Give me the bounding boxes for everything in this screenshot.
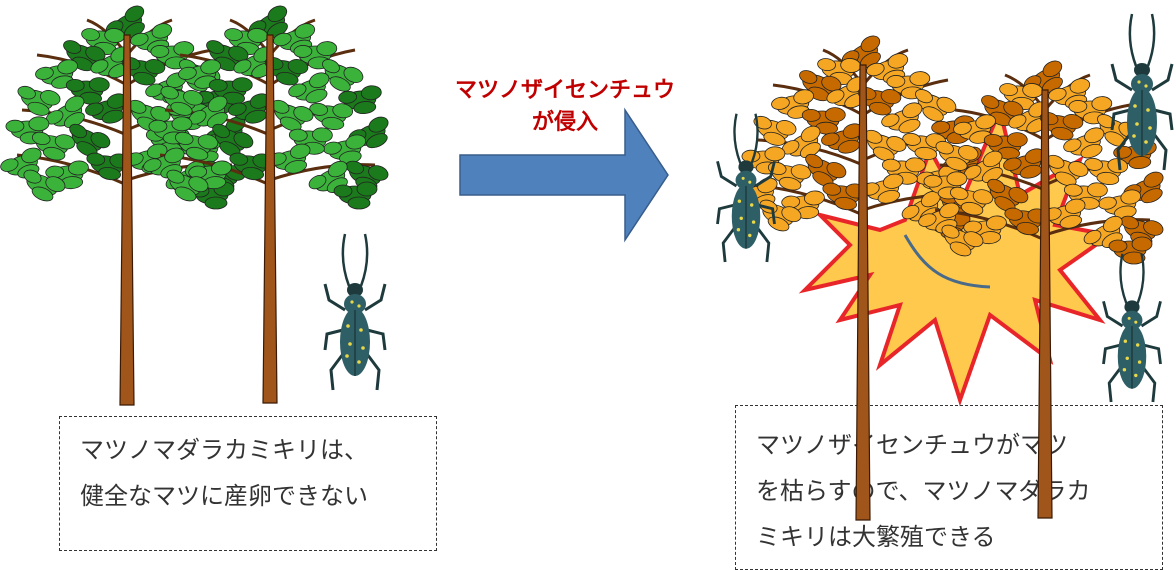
pine-sawyer-beetle-icon — [1102, 252, 1162, 404]
event-label-line-1: マツノザイセンチュウ — [454, 78, 675, 103]
tree-trunk — [119, 34, 135, 406]
caption-line: ミキリは大繁殖できる — [756, 523, 996, 551]
healthy-pine-trees — [0, 2, 397, 406]
pine-sawyer-beetle-icon — [323, 232, 387, 392]
infested-pine-caption: マツノザイセンチュウがマツ を枯らすので、マツノマダラカ ミキリは大繁殖できる — [735, 405, 1163, 570]
withered-pine-trees — [733, 32, 1172, 265]
event-label-line-2: が侵入 — [531, 110, 598, 135]
pine-tree — [915, 57, 1172, 265]
caption-line: 健全なマツに産卵できない — [80, 482, 368, 510]
caption-line: を枯らすので、マツノマダラカ — [756, 477, 1091, 505]
healthy-pine-caption: マツノマダラカミキリは、 健全なマツに産卵できない — [59, 416, 437, 551]
tree-trunk — [262, 34, 278, 404]
caption-line: マツノザイセンチュウがマツ — [756, 431, 1068, 459]
caption-line: マツノマダラカミキリは、 — [80, 436, 368, 464]
pine-tree — [140, 2, 397, 404]
transition-arrow-icon — [459, 107, 669, 243]
nematode-icon — [903, 234, 991, 289]
pine-sawyer-beetle-icon — [1110, 12, 1174, 172]
